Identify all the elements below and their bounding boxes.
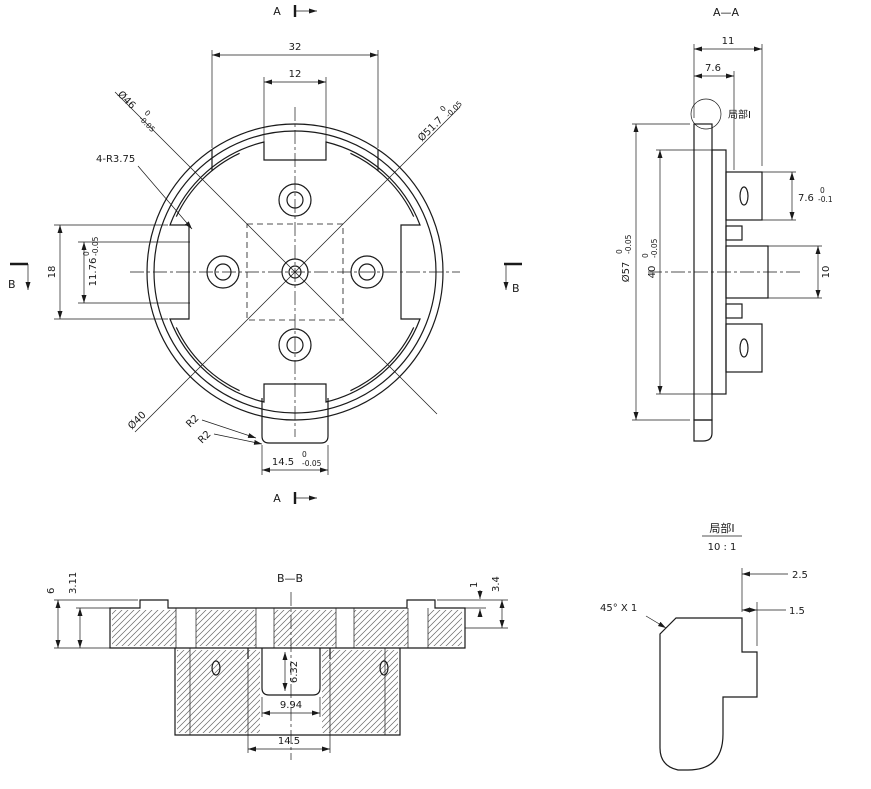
dim-chamfer-label: 45° X 1 <box>600 603 637 614</box>
dim-dia57-label: Ø57 <box>620 262 632 283</box>
dim-76-right-tol-lower: -0.1 <box>818 195 833 204</box>
dim-1176-label: 11.76 <box>88 258 99 287</box>
upper-hole-section <box>739 186 749 206</box>
dim-40-label: 40 <box>647 266 658 279</box>
plate-hatch-4 <box>354 610 408 646</box>
rotor-body-outline <box>169 141 421 403</box>
dim-11-label: 11 <box>722 36 735 47</box>
dim-76-top-label: 7.6 <box>705 63 721 74</box>
notch-step-ticks <box>211 150 379 171</box>
section-letter-a-bottom: A <box>273 492 281 505</box>
detail-callout-label: 局部I <box>728 108 751 121</box>
lower-flange-section <box>725 323 763 373</box>
plate-hatch-1 <box>112 610 176 646</box>
section-markers: A A B B <box>8 5 522 505</box>
front-view: 32 12 18 11.76 0 -0.05 Ø46 <box>8 5 522 505</box>
upper-step-section <box>725 225 743 241</box>
section-aa-view: A—A 局部I 11 7.6 <box>615 6 833 442</box>
dim-145-label: 14.5 <box>272 457 294 468</box>
dim-15-label: 1.5 <box>789 606 805 617</box>
dim-1176-tol-upper: 0 <box>82 251 91 256</box>
detail-view: 局部I 10 : 1 2.5 1.5 45° X 1 <box>600 521 808 771</box>
dim-76-right-tol-upper: 0 <box>820 186 825 195</box>
dim-32-label: 32 <box>289 42 302 53</box>
detail-title: 局部I <box>709 521 734 535</box>
dim-18-label: 18 <box>47 266 58 279</box>
boss-outline <box>174 648 401 736</box>
dim-fillet-label: 4-R3.75 <box>96 154 135 165</box>
section-aa-dimensions: 11 7.6 Ø57 0 -0.05 40 0 -0.05 <box>615 36 833 421</box>
dim-1176-tol-lower: -0.05 <box>91 236 100 256</box>
dim-34-label: 3.4 <box>491 576 502 592</box>
dim-1-label: 1 <box>469 582 480 588</box>
lower-step-section <box>725 303 743 319</box>
plate-outline <box>109 599 466 649</box>
front-geometry <box>114 91 461 444</box>
section-aa-title: A—A <box>713 6 740 19</box>
dim-311-label: 3.11 <box>68 572 79 594</box>
front-dimensions: 32 12 18 11.76 0 -0.05 Ø46 <box>47 42 464 475</box>
dim-12-label: 12 <box>289 69 302 80</box>
boss-hole-left <box>211 660 221 676</box>
section-letter-b-left: B <box>8 278 16 291</box>
detail-dimensions: 2.5 1.5 45° X 1 <box>600 568 808 646</box>
dim-25-label: 2.5 <box>792 570 808 581</box>
dim-dia517-tol-upper: 0 <box>438 104 448 114</box>
dim-994-label: 9.94 <box>280 700 302 711</box>
dim-145-tol-lower: -0.05 <box>302 459 322 468</box>
section-letter-b-right: B <box>512 282 520 295</box>
section-bb-title: B—B <box>277 572 303 585</box>
diagonal-construction-line-1 <box>114 91 438 415</box>
dim-145-tol-upper: 0 <box>302 450 307 459</box>
bottom-foot-section <box>693 419 713 442</box>
dim-76-right-label: 7.6 <box>798 193 814 204</box>
section-bb-view: B—B <box>46 572 508 760</box>
dim-dia46-tol-upper: 0 <box>143 108 153 118</box>
dim-40-tol-upper: 0 <box>641 253 650 258</box>
dim-40-tol-lower: -0.05 <box>650 238 659 258</box>
diagonal-construction-line-2 <box>134 106 461 433</box>
section-bb-dimensions: 6 3.11 1 3.4 6.32 <box>46 572 508 753</box>
plate-internal-lines <box>175 608 429 648</box>
boss-hole-right <box>379 660 389 676</box>
detail-section-shape <box>659 617 758 771</box>
dim-dia57-tol-lower: -0.05 <box>624 234 633 254</box>
dim-10-label: 10 <box>821 266 832 279</box>
section-bb-part <box>109 592 466 760</box>
section-marker-a-bottom: A <box>273 492 317 505</box>
detail-scale: 10 : 1 <box>708 542 737 553</box>
plate-hatch-3 <box>274 610 336 646</box>
plate-hatch-5 <box>428 610 462 646</box>
section-marker-a-top: A <box>273 5 317 18</box>
lower-hole-section <box>739 338 749 358</box>
boss-hatch-left <box>177 650 260 733</box>
dim-6-label: 6 <box>46 588 57 594</box>
plate-hatch-2 <box>196 610 256 646</box>
bottom-tab <box>261 398 329 444</box>
detail-callout-circle <box>690 98 722 130</box>
dim-632-label: 6.32 <box>289 661 300 683</box>
upper-flange-section <box>725 171 763 221</box>
dim-dia57-tol-upper: 0 <box>615 249 624 254</box>
section-letter-a-top: A <box>273 5 281 18</box>
section-marker-b-left: B <box>8 262 31 291</box>
section-marker-b-right: B <box>503 262 522 295</box>
dim-145-bb-label: 14.5 <box>278 736 300 747</box>
